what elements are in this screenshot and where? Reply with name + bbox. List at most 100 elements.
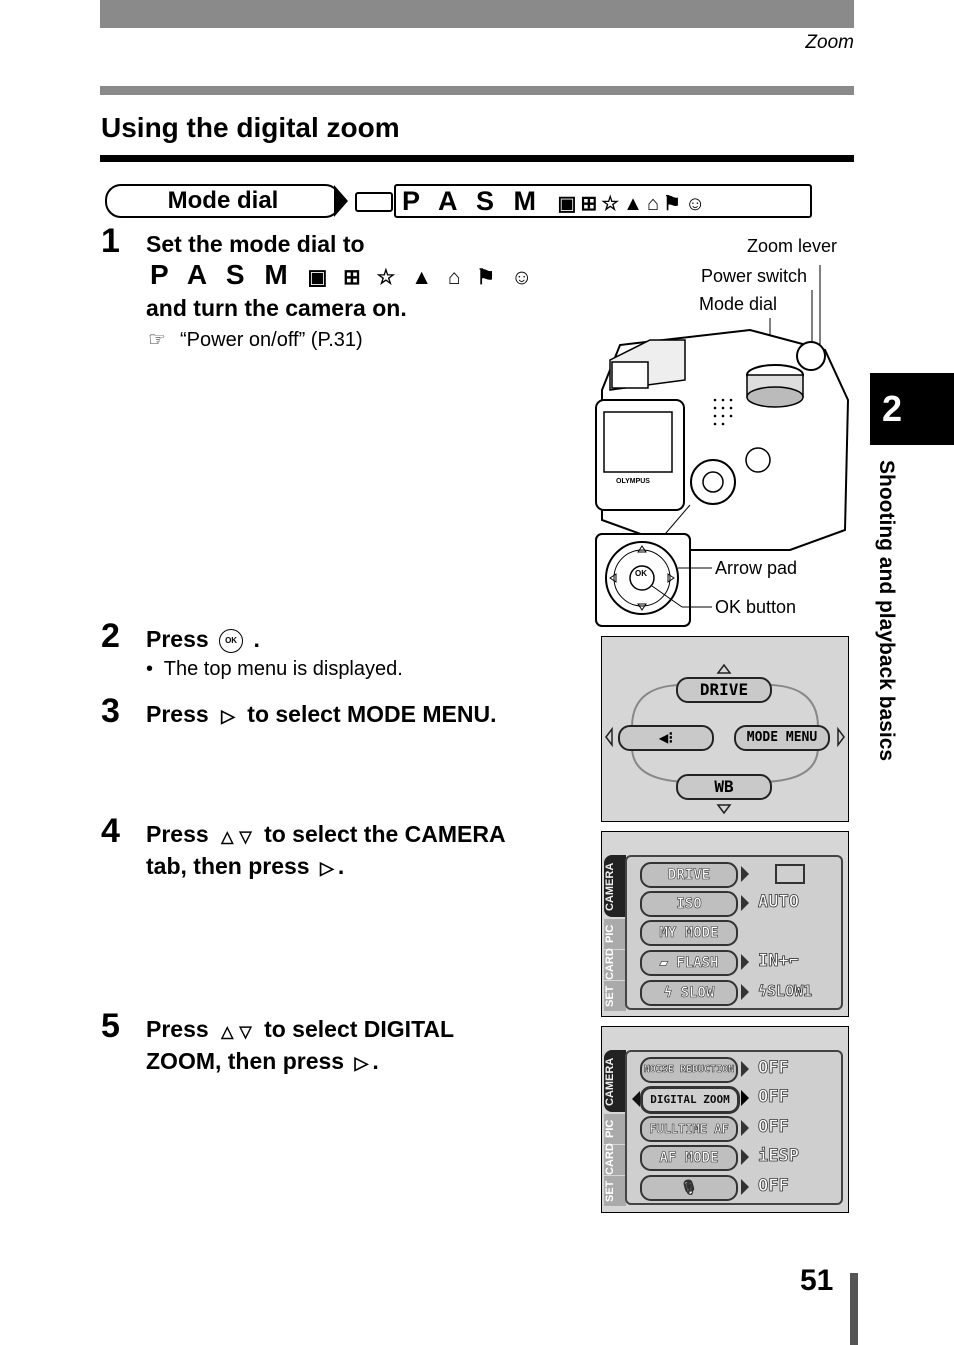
night-scene-icon: ☆: [601, 193, 624, 215]
arrow-right-icon: [334, 185, 348, 217]
top-menu-screen: DRIVE ◀⁝ MODE MENU WB: [601, 636, 849, 822]
step-1-modes: P A S M ▣ ⊞ ☆ ▲ ⌂ ⚑ ☺: [150, 259, 538, 290]
camera-tab-strip-1: CAMERA PIC CARD SET: [604, 855, 626, 1011]
tab-camera[interactable]: CAMERA: [604, 1057, 616, 1107]
fulltime-af-value: OFF: [758, 1117, 790, 1138]
arrow-right-icon: ▷: [320, 858, 334, 878]
chapter-title-vertical: Shooting and playback basics: [875, 460, 898, 762]
page-number-bar: [850, 1273, 858, 1345]
drive-menu-item[interactable]: DRIVE: [676, 677, 772, 703]
flash-value: IN+⌐: [758, 951, 800, 972]
step-3-text: Press ▷ to select MODE MENU.: [146, 701, 497, 727]
camera-tab-strip-2: CAMERA PIC CARD SET: [604, 1050, 626, 1206]
arrow-right-icon: ▷: [221, 706, 235, 726]
section-header: Zoom: [805, 32, 854, 53]
step-1-reference: ☞“Power on/off” (P.31): [148, 329, 363, 351]
step-5-number: 5: [101, 1007, 120, 1045]
scene-icons: ▣⊞☆▲⌂⚑☺: [558, 189, 710, 219]
menu-item-af-mode[interactable]: AF MODE: [640, 1145, 738, 1171]
arrow-right-icon: [741, 866, 749, 882]
ok-button-icon: OK: [219, 628, 244, 653]
arrow-right-icon: ▷: [354, 1053, 369, 1073]
zoom-lever-label: Zoom lever: [747, 236, 838, 256]
step-5-text: Press △▽ to select DIGITAL: [146, 1016, 455, 1042]
tab-pic[interactable]: PIC: [604, 1114, 626, 1144]
step-2-text: Press OK .: [146, 626, 260, 653]
mode-dial-callout: Mode dial: [699, 294, 778, 314]
menu-item-noise-reduction[interactable]: NOISE REDUCTION: [640, 1057, 738, 1083]
arrow-right-icon: [741, 954, 749, 970]
step-2-number: 2: [101, 617, 120, 655]
menu-item-flash[interactable]: ▰ FLASH: [640, 950, 738, 976]
external-flash-icon: ⌐: [788, 951, 799, 972]
step-5-text-2: ZOOM, then press ▷.: [146, 1048, 379, 1074]
header-bar: [100, 0, 854, 28]
sports-icon: ⚑: [663, 193, 685, 215]
portrait-icon: ☺: [684, 193, 710, 215]
mode-dial-box: [394, 184, 812, 218]
chapter-tab: 2: [870, 373, 954, 445]
wb-menu-item[interactable]: WB: [676, 774, 772, 800]
lightning-icon: ϟ: [758, 982, 768, 1001]
step-3-number: 3: [101, 692, 120, 730]
movie-icon: ⊞: [580, 193, 602, 215]
step-4-number: 4: [101, 812, 120, 850]
noise-reduction-value: OFF: [758, 1058, 790, 1079]
step-1-text: Set the mode dial to: [146, 231, 365, 257]
arrow-down-icon: ▽: [239, 1024, 252, 1041]
arrow-right-icon: [741, 1061, 749, 1077]
step-4-text-2: tab, then press ▷.: [146, 853, 345, 879]
menu-item-drive[interactable]: DRIVE: [640, 862, 738, 888]
power-switch-label: Power switch: [701, 266, 808, 286]
arrow-pad-label: Arrow pad: [715, 558, 798, 578]
tab-card[interactable]: CARD: [604, 948, 626, 980]
step-1-text-2: and turn the camera on.: [146, 295, 407, 321]
single-shot-icon: [775, 864, 805, 884]
menu-item-fulltime-af[interactable]: FULLTIME AF: [640, 1116, 738, 1142]
arrow-right-icon: [741, 1120, 749, 1136]
af-mode-value: iESP: [758, 1146, 800, 1167]
brand-text: OLYMPUS: [616, 478, 650, 485]
mode-menu-item[interactable]: MODE MENU: [734, 725, 830, 751]
camera-mode-icon: [355, 192, 393, 212]
my-mode-icon: ▣: [557, 193, 581, 215]
step-2-bullet: • The top menu is displayed.: [146, 658, 403, 680]
flash-icon: ▰: [659, 955, 677, 972]
tab-set[interactable]: SET: [604, 1176, 626, 1206]
landscape-portrait-icon: ⌂: [646, 193, 664, 215]
lightning-icon: ϟ: [663, 985, 681, 1002]
scene-icons: ▣ ⊞ ☆ ▲ ⌂ ⚑ ☺: [307, 266, 538, 289]
image-quality-icon: ◀⁝: [658, 728, 674, 747]
tab-card[interactable]: CARD: [604, 1143, 626, 1175]
menu-item-slow[interactable]: ϟ SLOW: [640, 980, 738, 1006]
menu-item-my-mode[interactable]: MY MODE: [640, 920, 738, 946]
sound-value: OFF: [758, 1176, 790, 1197]
step-4-text: Press △▽ to select the CAMERA: [146, 821, 506, 847]
camera-illustration: OLYMPUS OK: [595, 265, 850, 627]
landscape-icon: ▲: [623, 193, 647, 215]
arrow-down-icon: ▽: [239, 829, 252, 846]
arrow-right-filled-icon: [741, 1090, 749, 1106]
step-1-number: 1: [101, 222, 120, 260]
arrow-right-icon: [741, 1179, 749, 1195]
tab-camera[interactable]: CAMERA: [604, 862, 616, 912]
ok-text: OK: [635, 569, 647, 578]
menu-item-iso[interactable]: ISO: [640, 891, 738, 917]
arrow-right-icon: [741, 984, 749, 1000]
menu-item-digital-zoom[interactable]: DIGITAL ZOOM: [640, 1086, 740, 1114]
page-number: 51: [800, 1264, 834, 1297]
tab-pic[interactable]: PIC: [604, 919, 626, 949]
title-rule: [100, 155, 854, 162]
slow-value: ϟSLOW1: [758, 982, 813, 1001]
tab-set[interactable]: SET: [604, 981, 626, 1011]
arrow-right-icon: [741, 1149, 749, 1165]
arrow-right-icon: [741, 895, 749, 911]
iso-value: AUTO: [758, 892, 800, 913]
mode-dial-label: Mode dial: [105, 184, 341, 218]
mode-dial-modes: P A S M ▣⊞☆▲⌂⚑☺: [402, 186, 709, 219]
microphone-icon: 🎙: [680, 1180, 698, 1197]
menu-item-sound[interactable]: 🎙: [640, 1175, 738, 1201]
arrow-up-icon: △: [221, 1024, 234, 1041]
digital-zoom-value: OFF: [758, 1087, 790, 1108]
image-quality-menu-item[interactable]: ◀⁝: [618, 725, 714, 751]
